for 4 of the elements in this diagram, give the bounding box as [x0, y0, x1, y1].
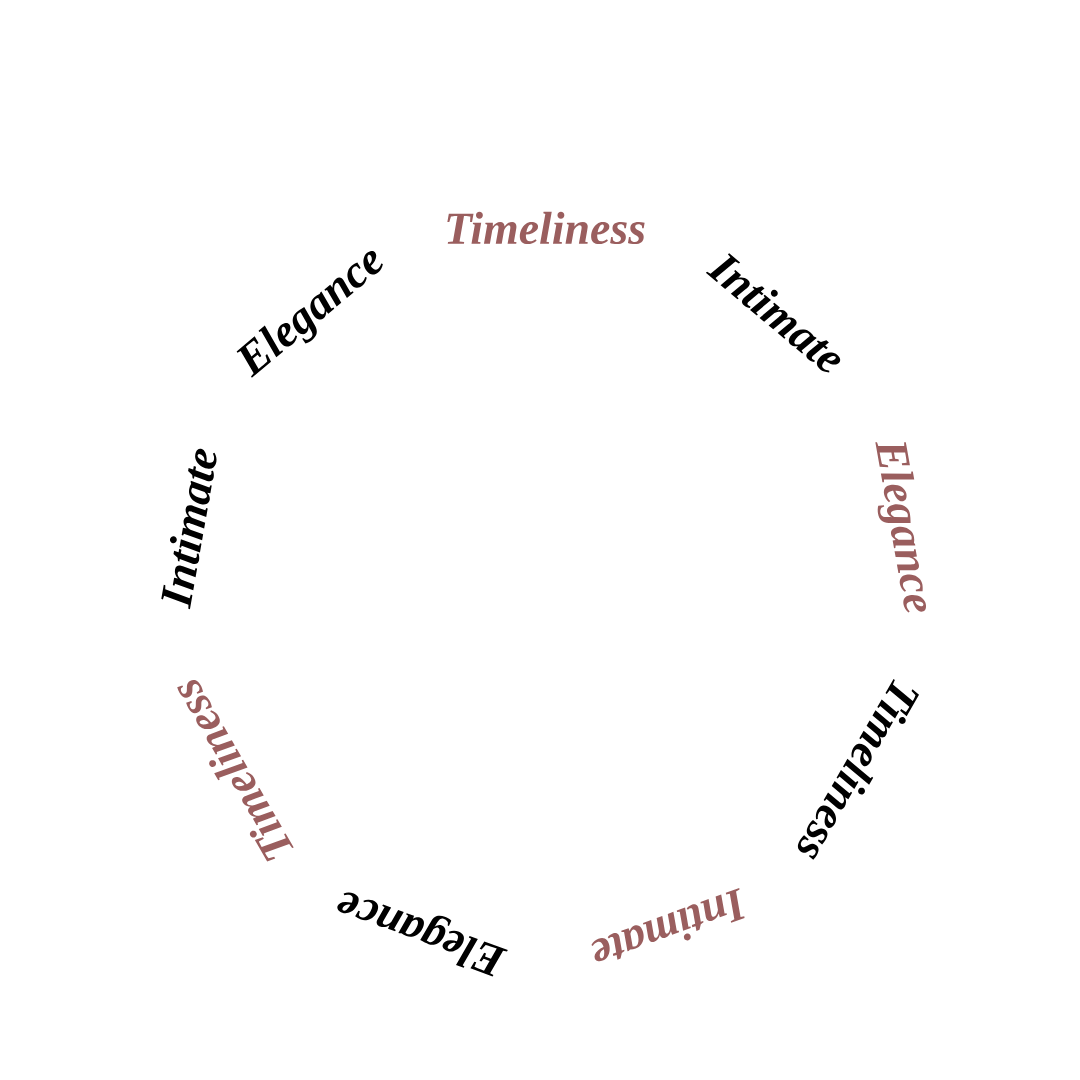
ring-word: Intimate [161, 448, 217, 610]
ring-word: Intimate [591, 887, 745, 962]
ring-word: Elegance [875, 442, 926, 613]
ring-word: Timeliness [447, 211, 645, 245]
